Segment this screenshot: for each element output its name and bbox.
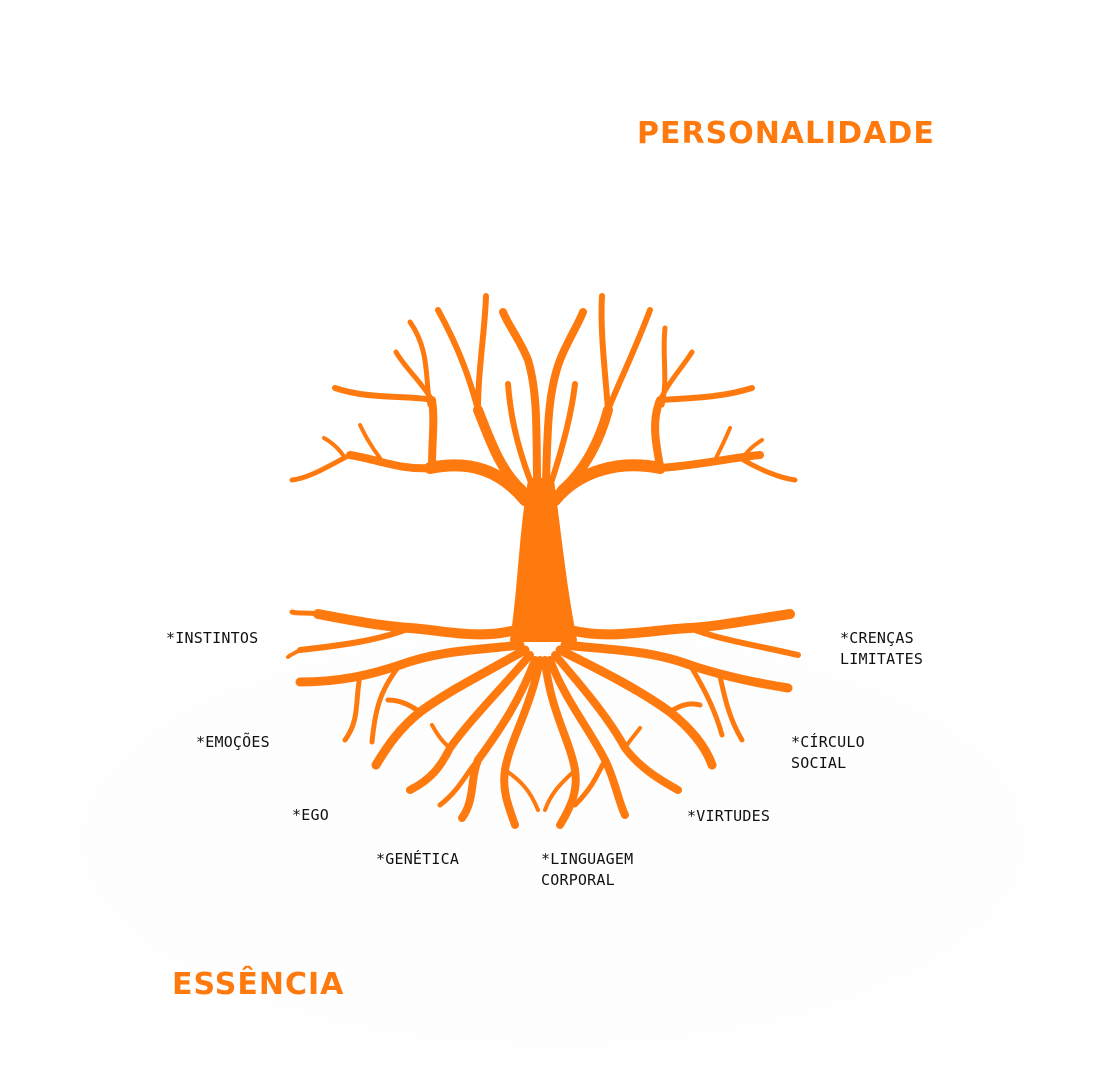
label-ego-text: *EGO xyxy=(292,806,329,824)
trunk xyxy=(510,478,577,642)
label-crencas-line1: *CRENÇAS xyxy=(840,629,914,647)
label-instintos: *INSTINTOS xyxy=(166,628,258,649)
heading-personalidade: PERSONALIDADE xyxy=(637,116,935,151)
label-circulo-line1: *CÍRCULO xyxy=(791,733,865,751)
label-crencas-line2: LIMITATES xyxy=(840,650,924,668)
label-ego: *EGO xyxy=(292,805,329,826)
label-emocoes-text: *EMOÇÕES xyxy=(196,733,270,751)
label-circulo-social: *CÍRCULO SOCIAL xyxy=(791,732,865,774)
heading-essencia: ESSÊNCIA xyxy=(172,967,345,1002)
label-circulo-line2: SOCIAL xyxy=(791,754,847,772)
label-genetica: *GENÉTICA xyxy=(376,849,459,870)
label-instintos-text: *INSTINTOS xyxy=(166,629,259,647)
label-crencas-limitates: *CRENÇAS LIMITATES xyxy=(840,628,923,670)
label-linguagem-line1: *LINGUAGEM xyxy=(541,850,634,868)
label-virtudes: *VIRTUDES xyxy=(687,806,770,827)
label-virtudes-text: *VIRTUDES xyxy=(687,807,771,825)
label-linguagem-line2: CORPORAL xyxy=(541,871,615,889)
label-genetica-text: *GENÉTICA xyxy=(376,850,460,868)
label-linguagem-corporal: *LINGUAGEM CORPORAL xyxy=(541,849,633,891)
label-emocoes: *EMOÇÕES xyxy=(196,732,270,753)
